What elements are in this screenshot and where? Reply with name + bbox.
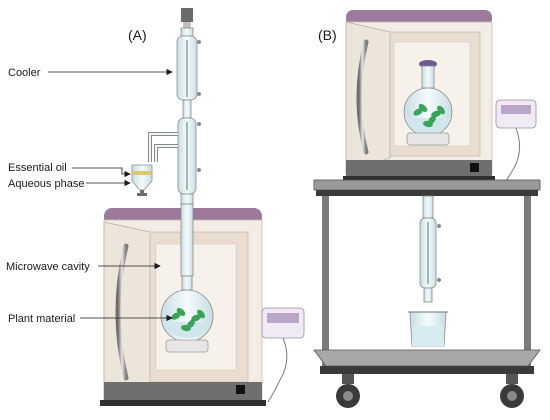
display-screen-icon: [267, 313, 299, 323]
wheel-icon: [336, 384, 360, 408]
cart-top-shelf: [313, 179, 541, 191]
control-panel-a: [261, 307, 305, 403]
cart-leg: [322, 196, 329, 372]
door-handle-icon-b: [356, 39, 369, 155]
round-bottom-flask-icon-b: [403, 60, 453, 146]
beaker-icon: [408, 311, 448, 347]
oven-b-door: [345, 21, 391, 175]
display-screen-icon-b: [501, 105, 531, 114]
leaf-icon: [171, 308, 205, 332]
label-microwave-cavity: Microwave cavity: [6, 261, 90, 273]
power-indicator-icon-b: [470, 163, 479, 172]
door-handle-icon: [115, 243, 129, 381]
condenser-icon: [148, 8, 201, 205]
arrow-essential-oil: [72, 167, 131, 178]
cart-leg: [524, 196, 531, 372]
lab-cart: [313, 179, 541, 408]
label-cooler: Cooler: [8, 67, 41, 79]
leaf-icon-b: [413, 104, 445, 128]
oven-a-base: [104, 382, 262, 400]
power-indicator-icon: [236, 385, 245, 394]
control-panel-b: [495, 99, 537, 185]
label-essential-oil: Essential oil: [8, 162, 67, 174]
cart-bottom-shelf: [313, 349, 541, 367]
label-aqueous-phase: Aqueous phase: [8, 178, 84, 190]
panel-b-label: (B): [318, 27, 337, 43]
condenser-icon-b: [419, 195, 441, 303]
label-plant-material: Plant material: [8, 313, 75, 325]
oven-b-base: [346, 160, 492, 176]
wheel-icon: [500, 384, 524, 408]
panel-a-label: (A): [128, 27, 147, 43]
separatory-funnel-icon: [131, 164, 153, 196]
